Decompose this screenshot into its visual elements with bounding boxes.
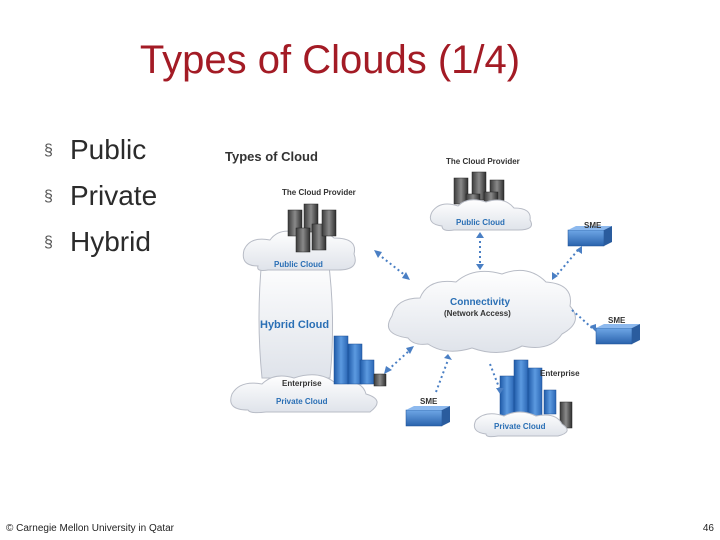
enterprise-left-label: Enterprise [282,379,322,388]
public-cloud-left-label: Public Cloud [274,260,323,269]
connectivity-label: Connectivity [450,297,510,308]
sme-top-label: SME [584,221,602,230]
connector-public-left [377,253,407,277]
bullet-hybrid: § Hybrid [44,222,157,268]
enterprise-buildings-right-icon [499,359,573,429]
diagram-heading: Types of Cloud [225,149,318,164]
bullet-label: Private [70,180,158,211]
bullet-public: § Public [44,130,157,176]
private-cloud-left: Enterprise Private Cloud [230,374,378,414]
arrowheads [374,232,596,394]
connectivity-cloud: Connectivity (Network Access) [388,269,576,353]
private-cloud-right: Private Cloud [473,411,568,438]
bullet-list: § Public § Private § Hybrid [44,130,157,268]
enterprise-right-label: Enterprise [540,369,580,378]
provider-left-label: The Cloud Provider [282,188,356,197]
connector-private-left [387,349,411,371]
page-number: 46 [702,523,714,534]
hybrid-cloud: Hybrid Cloud [258,257,334,379]
bullet-label: Hybrid [70,226,151,257]
bullet-icon: § [44,234,53,251]
bullet-icon: § [44,142,53,159]
network-access-label: (Network Access) [444,309,511,318]
slide-title: Types of Clouds (1/4) [139,38,521,82]
footer-copyright: © Carnegie Mellon University in Qatar [6,523,174,534]
public-cloud-top-label: Public Cloud [456,218,505,227]
connector-sme-top [555,249,579,277]
sme-bottom-icon [405,406,450,427]
sme-bottom-label: SME [420,397,438,406]
bullet-private: § Private [44,176,157,222]
sme-top-icon [567,226,612,247]
provider-top-label: The Cloud Provider [446,157,520,166]
hybrid-cloud-label: Hybrid Cloud [260,319,329,331]
private-cloud-left-label: Private Cloud [276,397,328,406]
private-cloud-right-label: Private Cloud [494,422,546,431]
public-cloud-top: Public Cloud [429,199,532,231]
sme-right-label: SME [608,316,626,325]
enterprise-buildings-left-icon [333,335,387,387]
bullet-label: Public [70,134,147,165]
bullet-icon: § [44,188,53,205]
server-cluster-left-icon [287,203,337,253]
connector-arrows [377,236,593,393]
connector-sme-bottom [435,359,449,393]
cloud-types-diagram: Types of Cloud Hybrid Cloud Public Cloud… [225,149,640,438]
sme-right-icon [595,324,640,345]
connector-private-right [489,363,501,391]
